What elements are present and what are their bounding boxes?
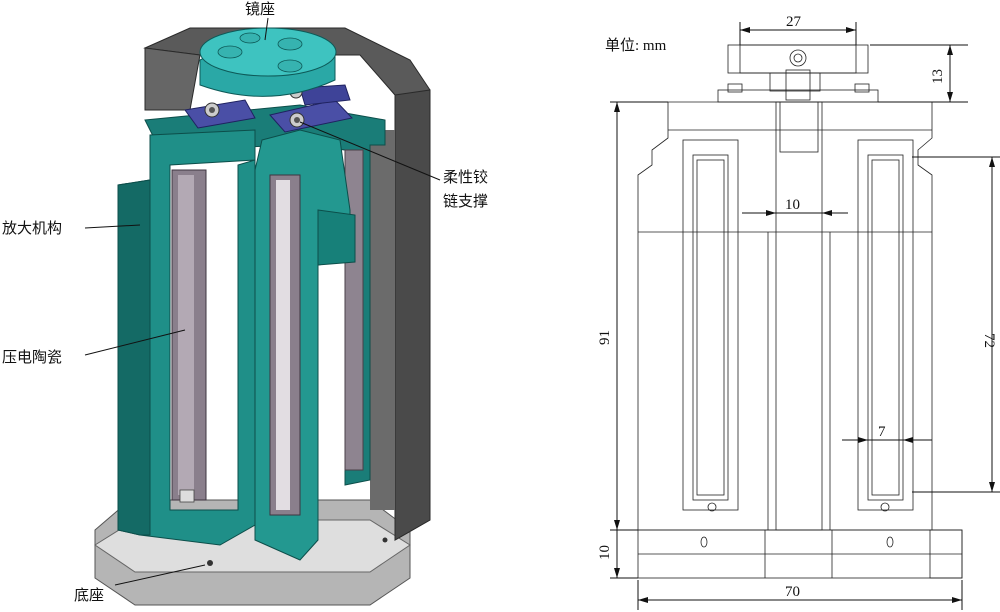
label-flex-hinge-2: 链支撑 — [443, 192, 488, 210]
dimension-lines — [610, 22, 1000, 610]
dim-13: 13 — [930, 69, 946, 84]
mirror-seat — [199, 27, 337, 97]
dim-70: 70 — [785, 584, 800, 600]
housing-shell — [143, 27, 431, 541]
label-mirror-seat: 镜座 — [245, 0, 275, 18]
drawing-body — [637, 101, 963, 579]
dim-7: 7 — [878, 424, 886, 440]
dim-91: 91 — [597, 330, 613, 345]
dim-10-base: 10 — [597, 545, 613, 560]
label-flex-hinge-1: 柔性铰 — [443, 168, 488, 186]
unit-label: 单位: mm — [605, 37, 667, 54]
dim-27: 27 — [786, 14, 802, 30]
technical-drawing: 单位: mm — [597, 14, 1000, 610]
label-amplifier: 放大机构 — [2, 219, 62, 237]
render-3d: 镜座 柔性铰 链支撑 放大机构 压电陶瓷 底座 — [2, 0, 488, 606]
drawing-mirror-holder — [717, 44, 879, 103]
label-base: 底座 — [74, 586, 104, 604]
label-piezo: 压电陶瓷 — [2, 348, 62, 366]
dim-10-gap: 10 — [785, 197, 800, 213]
amplifier-front-right — [254, 129, 356, 561]
leader-lines — [84, 17, 441, 586]
amplifier-front-left — [117, 129, 256, 546]
dim-72: 72 — [981, 333, 997, 348]
